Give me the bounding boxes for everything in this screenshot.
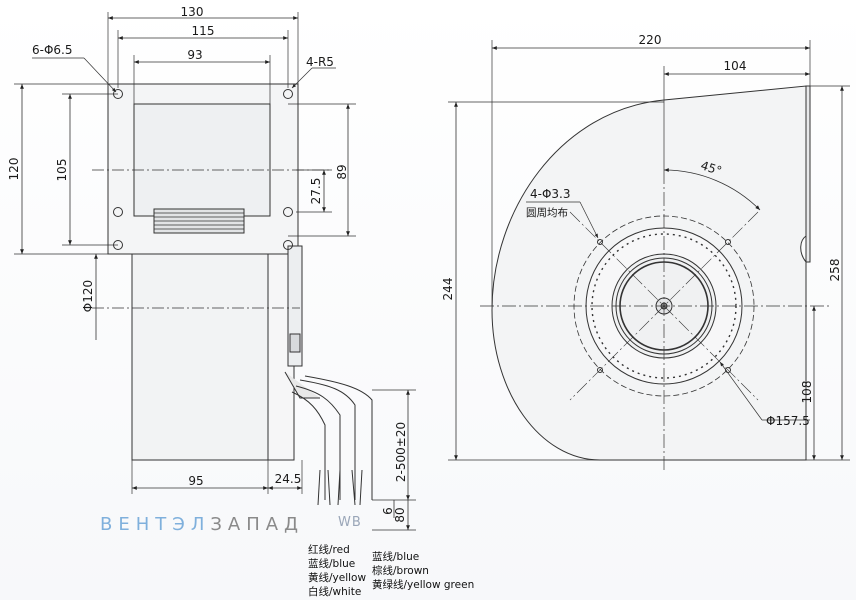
dim-120: 120 bbox=[7, 158, 21, 181]
dim-108: 108 bbox=[800, 381, 814, 404]
screw-hole bbox=[597, 239, 603, 245]
wire-legend-left: 红线/red 蓝线/blue 黄线/yellow 白线/white bbox=[308, 543, 366, 599]
mount-hole bbox=[283, 207, 293, 217]
wire-blue-2: 蓝线/blue bbox=[372, 551, 420, 563]
wire-yellow: 黄线/yellow bbox=[308, 572, 367, 584]
dim-phi-157-5: Φ157.5 bbox=[766, 414, 810, 428]
screw-hole bbox=[597, 367, 603, 373]
dim-phi-120: Φ120 bbox=[81, 280, 95, 312]
mount-hole bbox=[283, 89, 293, 99]
corner-callout: 4-R5 bbox=[306, 55, 334, 69]
wire-white: 白线/white bbox=[308, 586, 362, 598]
dim-115: 115 bbox=[192, 24, 215, 38]
outlet-tube bbox=[131, 253, 269, 461]
right-view bbox=[448, 40, 850, 470]
dim-220: 220 bbox=[639, 33, 662, 47]
dim-24-5: 24.5 bbox=[275, 472, 302, 486]
right-dimension-labels: 220 104 45° 4-Φ3.3 圆周均布 244 258 108 Φ157… bbox=[441, 33, 842, 428]
dim-130: 130 bbox=[181, 5, 204, 19]
dim-45-deg: 45° bbox=[699, 158, 724, 178]
dim-strip-80: 80 bbox=[393, 507, 407, 522]
left-dimension-labels: 130 115 93 6-Φ6.5 4-R5 120 105 89 27.5 Φ… bbox=[7, 5, 408, 523]
blower-body bbox=[133, 103, 271, 217]
mount-hole bbox=[113, 207, 123, 217]
dim-27-5: 27.5 bbox=[309, 178, 323, 205]
left-view bbox=[14, 12, 416, 531]
watermark-wb: WB bbox=[338, 515, 362, 530]
wire-blue: 蓝线/blue bbox=[308, 558, 356, 570]
wire-brown: 棕线/brown bbox=[372, 565, 429, 577]
watermark-part2: ЗАПАД bbox=[210, 514, 305, 535]
hole-callout: 6-Φ6.5 bbox=[32, 43, 73, 57]
screw-hole bbox=[725, 239, 731, 245]
dim-104: 104 bbox=[724, 59, 747, 73]
watermark-part1: ВЕНТЭЛ bbox=[100, 514, 211, 535]
dim-89: 89 bbox=[335, 164, 349, 179]
dim-strip-6: 6 bbox=[381, 507, 395, 515]
dim-244: 244 bbox=[441, 278, 455, 301]
wire-yellow-green: 黄绿线/yellow green bbox=[372, 579, 475, 591]
wire-red: 红线/red bbox=[308, 544, 350, 556]
dim-lead-length: 2-500±20 bbox=[394, 422, 408, 482]
mount-hole bbox=[283, 240, 293, 250]
holes-callout: 4-Φ3.3 bbox=[530, 187, 571, 201]
watermark: ВЕНТЭЛЗАПАД bbox=[100, 514, 304, 535]
holes-note: 圆周均布 bbox=[526, 207, 568, 219]
dim-93: 93 bbox=[187, 48, 202, 62]
dim-258: 258 bbox=[828, 259, 842, 282]
dim-95: 95 bbox=[188, 474, 203, 488]
wire-legend-right: 蓝线/blue 棕线/brown 黄绿线/yellow green bbox=[372, 550, 474, 592]
dim-105: 105 bbox=[55, 159, 69, 182]
